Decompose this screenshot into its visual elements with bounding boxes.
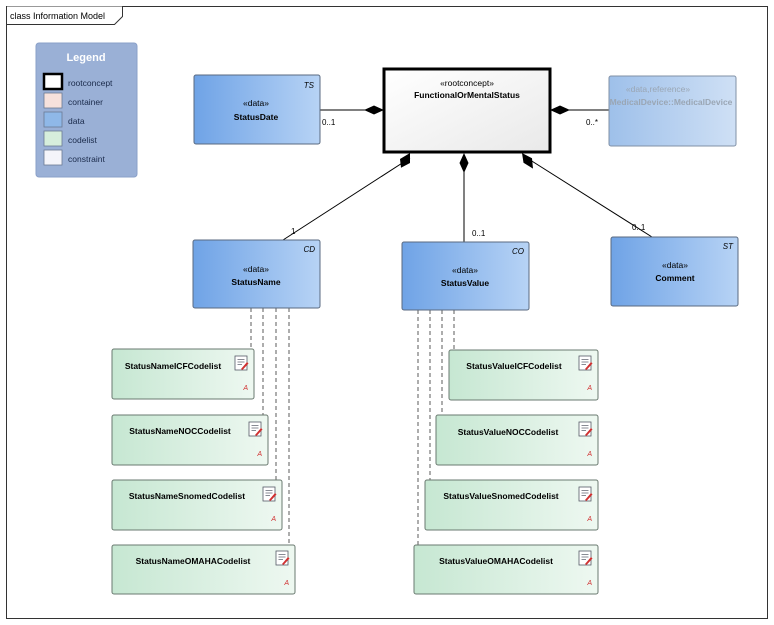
svg-text:StatusValueSnomedCodelist: StatusValueSnomedCodelist — [443, 491, 558, 501]
codelist-icon — [248, 421, 263, 437]
root-name: FunctionalOrMentalStatus — [414, 90, 520, 100]
codelist-statusvalue-snomed[interactable]: StatusValueSnomedCodelist A — [424, 479, 599, 531]
comment-type: ST — [723, 242, 734, 251]
abstract-marker: A — [283, 580, 289, 587]
class-medicaldevice[interactable]: «data,reference» MedicalDevice::MedicalD… — [608, 75, 737, 147]
frame-tab — [6, 6, 123, 25]
legend-item-data: data — [43, 111, 85, 128]
codelist-icon — [234, 355, 249, 371]
svg-text:StatusNameNOCCodelist: StatusNameNOCCodelist — [129, 426, 231, 436]
svg-text:container: container — [68, 97, 103, 107]
class-comment[interactable]: ST «data» Comment — [610, 236, 739, 307]
legend-item-codelist: codelist — [43, 130, 97, 147]
mult-statusname: 1 — [291, 227, 296, 236]
codelist-statusvalue-omaha[interactable]: StatusValueOMAHACodelist A — [413, 544, 599, 595]
statusname-name: StatusName — [231, 277, 280, 287]
legend: Legend rootconcept container data codeli… — [35, 42, 138, 178]
statusvalue-stereotype: «data» — [452, 265, 478, 275]
statusname-stereotype: «data» — [243, 264, 269, 274]
svg-text:codelist: codelist — [68, 135, 97, 145]
comment-stereotype: «data» — [662, 260, 688, 270]
abstract-marker: A — [586, 516, 592, 523]
mult-comment: 0..1 — [632, 223, 646, 232]
svg-text:constraint: constraint — [68, 154, 105, 164]
codelist-dependencies — [250, 308, 455, 545]
svg-text:StatusNameICFCodelist: StatusNameICFCodelist — [125, 361, 222, 371]
svg-text:StatusValueNOCCodelist: StatusValueNOCCodelist — [458, 427, 559, 437]
codelist-statusname-icf[interactable]: StatusNameICFCodelist A — [111, 348, 255, 400]
codelist-statusname-omaha[interactable]: StatusNameOMAHACodelist A — [111, 544, 296, 595]
mult-statusdate: 0..1 — [322, 118, 336, 127]
codelist-statusname-noc[interactable]: StatusNameNOCCodelist A — [111, 414, 269, 466]
codelist-statusvalue-icf[interactable]: StatusValueICFCodelist A — [448, 349, 599, 401]
abstract-marker: A — [586, 580, 592, 587]
codelist-icon — [578, 355, 593, 371]
assoc-statusname-line — [282, 157, 411, 241]
root-stereotype: «rootconcept» — [440, 78, 494, 88]
composition-diamonds — [364, 105, 570, 173]
codelist-icon — [578, 486, 593, 502]
associations — [282, 109, 653, 242]
medicaldevice-name: MedicalDevice::MedicalDevice — [610, 97, 733, 107]
diamond-comment-icon — [522, 153, 533, 169]
statusvalue-name: StatusValue — [441, 278, 489, 288]
statusvalue-type: CO — [512, 247, 524, 256]
svg-text:data: data — [68, 116, 85, 126]
class-statusdate[interactable]: TS «data» StatusDate — [193, 74, 321, 145]
diamond-medicaldevice-icon — [550, 105, 570, 115]
statusname-type: CD — [303, 245, 315, 254]
svg-text:rootconcept: rootconcept — [68, 78, 113, 88]
legend-title: Legend — [66, 52, 105, 64]
medicaldevice-stereotype: «data,reference» — [626, 84, 691, 94]
codelist-icon — [262, 486, 277, 502]
diamond-statusname-icon — [400, 153, 410, 168]
svg-text:StatusValueOMAHACodelist: StatusValueOMAHACodelist — [439, 556, 553, 566]
svg-text:StatusNameSnomedCodelist: StatusNameSnomedCodelist — [129, 491, 245, 501]
abstract-marker: A — [586, 451, 592, 458]
codelist-statusvalue-noc[interactable]: StatusValueNOCCodelist A — [435, 414, 599, 466]
comment-name: Comment — [655, 273, 694, 283]
codelist-statusname-snomed[interactable]: StatusNameSnomedCodelist A — [111, 479, 283, 531]
class-statusvalue[interactable]: CO «data» StatusValue — [401, 241, 530, 311]
mult-statusvalue: 0..1 — [472, 229, 486, 238]
codelist-icon — [275, 550, 290, 566]
svg-text:StatusNameOMAHACodelist: StatusNameOMAHACodelist — [136, 556, 251, 566]
abstract-marker: A — [256, 451, 262, 458]
legend-item-constraint: constraint — [43, 149, 105, 166]
codelist-icon — [578, 421, 593, 437]
legend-item-container: container — [43, 92, 103, 109]
abstract-marker: A — [586, 385, 592, 392]
abstract-marker: A — [242, 385, 248, 392]
class-functionalormentalstatus[interactable]: «rootconcept» FunctionalOrMentalStatus — [382, 67, 552, 154]
statusdate-type: TS — [304, 81, 315, 90]
frame-title: class Information Model — [10, 11, 105, 21]
mult-medicaldevice: 0..* — [586, 118, 598, 127]
statusdate-name: StatusDate — [234, 112, 279, 122]
diamond-statusdate-icon — [364, 105, 384, 115]
assoc-comment-line — [526, 157, 653, 238]
svg-text:StatusValueICFCodelist: StatusValueICFCodelist — [466, 361, 562, 371]
legend-item-rootconcept: rootconcept — [42, 72, 113, 91]
statusdate-stereotype: «data» — [243, 98, 269, 108]
class-statusname[interactable]: CD «data» StatusName — [192, 239, 321, 309]
codelist-icon — [578, 550, 593, 566]
abstract-marker: A — [270, 516, 276, 523]
diamond-statusvalue-icon — [459, 153, 469, 173]
